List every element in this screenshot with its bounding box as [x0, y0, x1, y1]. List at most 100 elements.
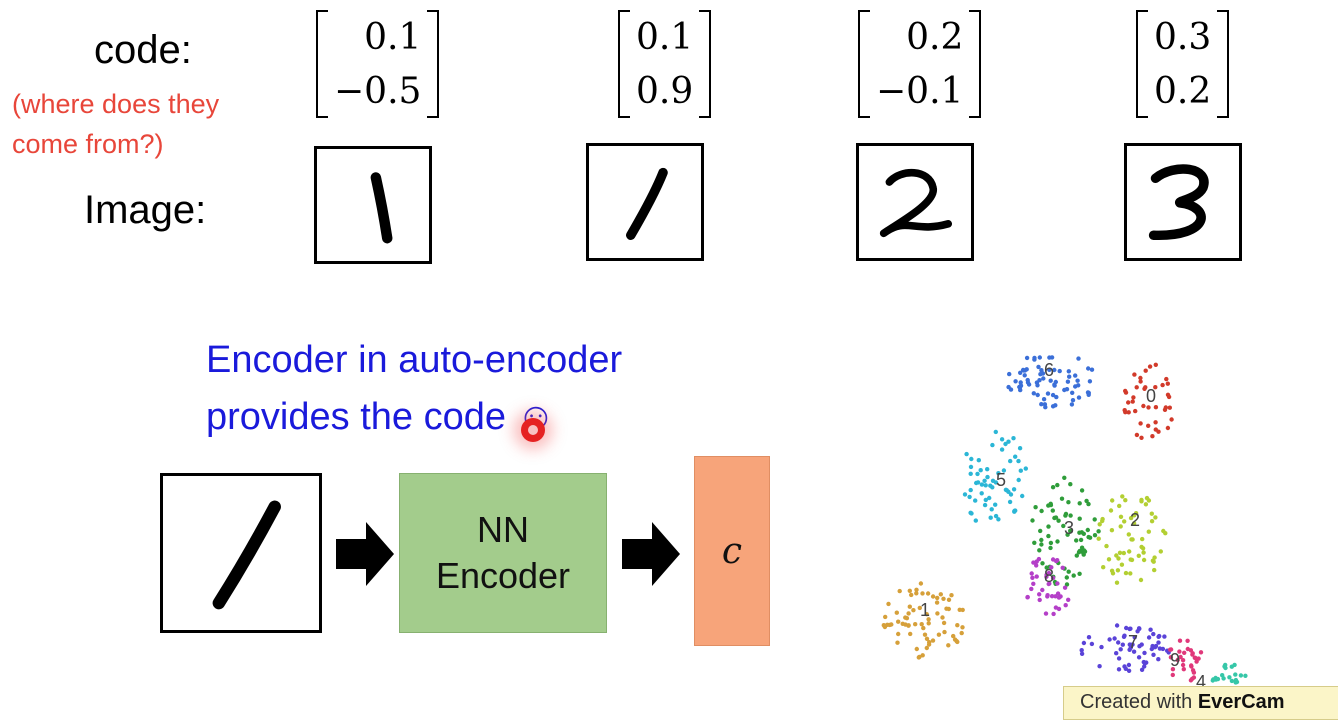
scatter-point — [1077, 530, 1082, 535]
scatter-point — [1167, 405, 1172, 410]
scatter-point — [1104, 543, 1109, 549]
scatter-point — [975, 471, 980, 477]
scatter-point — [1054, 394, 1059, 400]
scatter-point — [979, 491, 984, 496]
scatter-point — [1156, 634, 1161, 639]
scatter-point — [1081, 640, 1087, 646]
scatter-point — [1050, 557, 1056, 562]
scatter-point — [1074, 553, 1079, 558]
scatter-point — [1055, 482, 1060, 488]
scatter-point — [1006, 384, 1011, 390]
scatter-point — [1068, 482, 1073, 487]
bracket-right — [969, 10, 982, 118]
scatter-point — [1178, 654, 1183, 660]
scatter-point — [1198, 650, 1204, 655]
scatter-point — [1037, 355, 1042, 360]
scatter-point — [941, 620, 947, 626]
scatter-point — [968, 487, 973, 493]
scatter-point — [926, 617, 931, 622]
scatter-point — [1153, 405, 1159, 410]
scatter-point — [889, 622, 894, 627]
scatter-point — [946, 643, 951, 648]
scatter-point — [1040, 561, 1045, 566]
cluster-labels: 6 0 5 3 2 8 1 7 9 4 — [920, 360, 1206, 692]
scatter-point — [1023, 466, 1028, 471]
scatter-point — [1070, 398, 1076, 403]
scatter-point — [1128, 626, 1133, 631]
scatter-point — [1051, 611, 1056, 617]
arrow-right-icon — [622, 522, 680, 586]
scatter-point — [1141, 403, 1146, 409]
scatter-point — [1162, 634, 1167, 639]
pointer-cursor-icon — [521, 418, 545, 442]
scatter-point — [1110, 498, 1115, 503]
scatter-point — [1031, 581, 1036, 586]
scatter-point — [1132, 372, 1137, 377]
scatter-point — [1066, 569, 1071, 574]
scatter-point — [1138, 577, 1144, 583]
bracket-right — [699, 10, 712, 118]
scatter-point — [1003, 487, 1009, 492]
scatter-point — [1117, 550, 1123, 555]
scatter-point — [1109, 528, 1115, 533]
scatter-point — [930, 638, 936, 643]
code-value-top: 0.1 — [364, 16, 422, 58]
scatter-point — [1233, 672, 1238, 677]
scatter-point — [976, 458, 981, 463]
scatter-point — [1165, 425, 1171, 431]
scatter-point — [988, 483, 993, 488]
scatter-point — [1215, 676, 1221, 682]
scatter-point — [1149, 519, 1155, 524]
scatter-point — [1131, 649, 1137, 654]
scatter-point — [1031, 560, 1036, 565]
scatter-point — [988, 515, 993, 520]
scatter-point — [1170, 667, 1176, 672]
digit-image-2 — [586, 143, 704, 261]
scatter-point — [1137, 644, 1142, 649]
scatter-point — [1177, 649, 1182, 654]
scatter-point — [914, 591, 919, 596]
scatter-point — [903, 622, 908, 627]
scatter-point — [1056, 595, 1062, 600]
scatter-point — [1130, 537, 1135, 542]
scatter-point — [1243, 673, 1248, 678]
cluster-label-4: 4 — [1196, 672, 1206, 692]
scatter-point — [1059, 496, 1065, 501]
scatter-point — [881, 623, 886, 628]
scatter-point — [1169, 417, 1174, 422]
scatter-point — [1092, 533, 1098, 538]
scatter-point — [1117, 503, 1122, 509]
code-vector-4: 0.3 0.2 — [1136, 10, 1230, 118]
scatter-point — [1163, 531, 1168, 536]
scatter-point — [1048, 378, 1053, 383]
scatter-point — [1158, 549, 1163, 554]
scatter-point — [919, 622, 924, 627]
scatter-point — [1153, 643, 1159, 649]
scatter-point — [924, 636, 930, 641]
scatter-point — [967, 494, 972, 500]
scatter-point — [930, 594, 936, 599]
scatter-point — [1089, 367, 1095, 372]
scatter-point — [897, 588, 902, 594]
scatter-point — [996, 517, 1001, 522]
scatter-point — [982, 478, 987, 483]
encoder-caption-line-2: provides the code ☺ — [206, 396, 556, 438]
note-line-2: come from?) — [12, 129, 164, 159]
scatter-point — [1107, 637, 1112, 642]
scatter-point — [924, 612, 929, 617]
code-value-top: 0.1 — [636, 16, 694, 58]
scatter-point — [974, 480, 979, 486]
scatter-point — [1053, 403, 1058, 408]
code-value-bottom: 0.9 — [636, 70, 694, 112]
scatter-point — [1055, 581, 1060, 586]
scatter-point — [1146, 529, 1151, 534]
scatter-point — [1031, 391, 1036, 396]
scatter-point — [1134, 385, 1139, 390]
scatter-point — [1011, 436, 1016, 441]
scatter-point — [1049, 565, 1054, 570]
scatter-point — [1139, 667, 1145, 672]
scatter-point — [908, 631, 913, 637]
scatter-point — [1192, 655, 1197, 660]
scatter-point — [1124, 625, 1129, 631]
scatter-point — [1016, 458, 1021, 464]
